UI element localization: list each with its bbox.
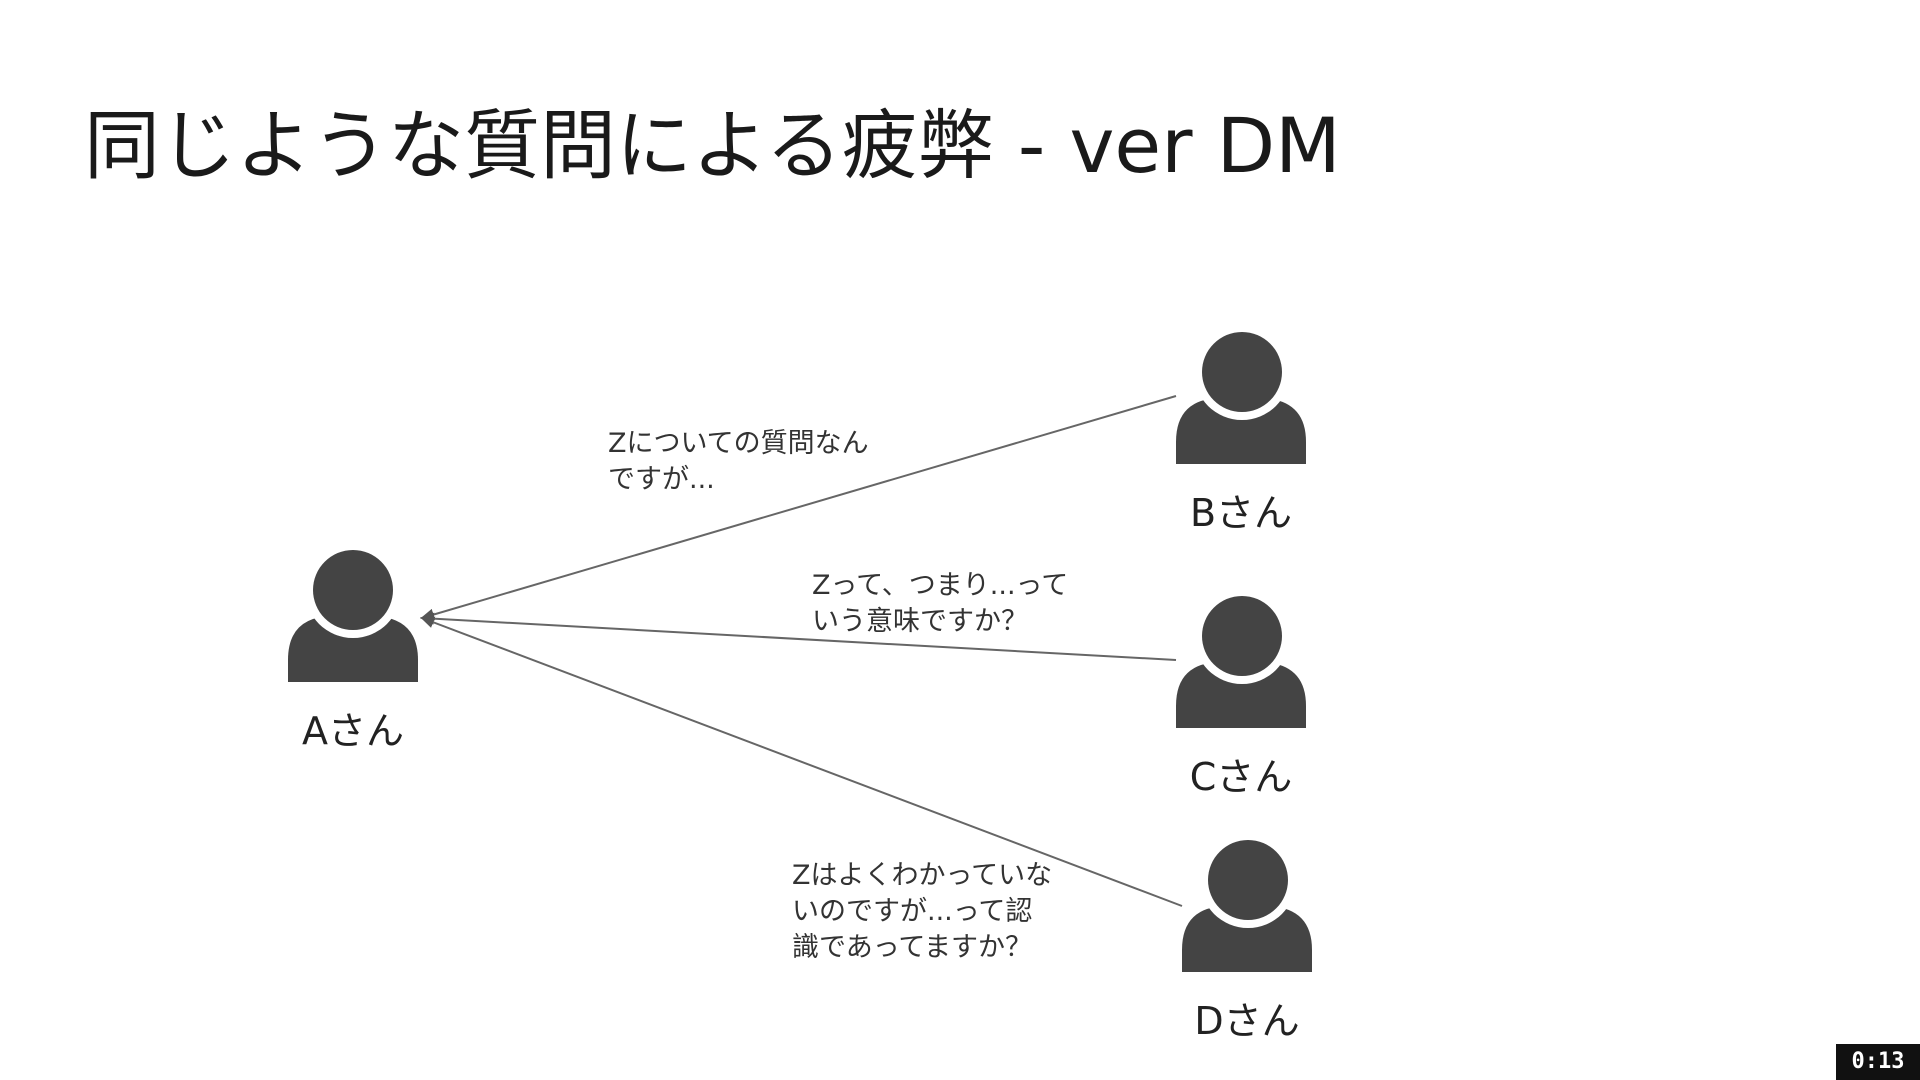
person-d-label: Dさん [1194, 999, 1300, 1043]
slide-title: 同じような質問による疲弊 - ver DM [84, 101, 1341, 190]
message-line: ですが... [608, 464, 715, 495]
message-line: Zはよくわかっていな [792, 860, 1053, 891]
person-d-icon [1182, 832, 1312, 972]
person-b-icon [1176, 324, 1306, 464]
message-line: いのですが...って認 [792, 896, 1033, 927]
arrow-d-to-a [420, 616, 1183, 907]
person-c-label: Cさん [1189, 755, 1293, 799]
arrow-c-to-a [420, 612, 1177, 661]
message-line: Zについての質問なん [608, 428, 869, 459]
person-a-label: Aさん [302, 709, 404, 753]
arrow-b-to-a [420, 395, 1177, 621]
message-from-d: Zはよくわかっていな いのですが...って認 識であってますか？ [792, 858, 1052, 966]
message-from-c: Zって、つまり...って いう意味ですか？ [812, 568, 1068, 640]
message-line: Zって、つまり...って [812, 570, 1069, 601]
message-line: 識であってますか？ [792, 932, 1033, 963]
person-b-label: Bさん [1189, 491, 1293, 535]
person-c-icon [1176, 588, 1306, 728]
message-from-b: Zについての質問なん ですが... [608, 426, 869, 498]
message-line: いう意味ですか？ [812, 606, 1028, 637]
person-a-icon [288, 542, 418, 682]
video-timecode: 0:13 [1836, 1044, 1920, 1080]
